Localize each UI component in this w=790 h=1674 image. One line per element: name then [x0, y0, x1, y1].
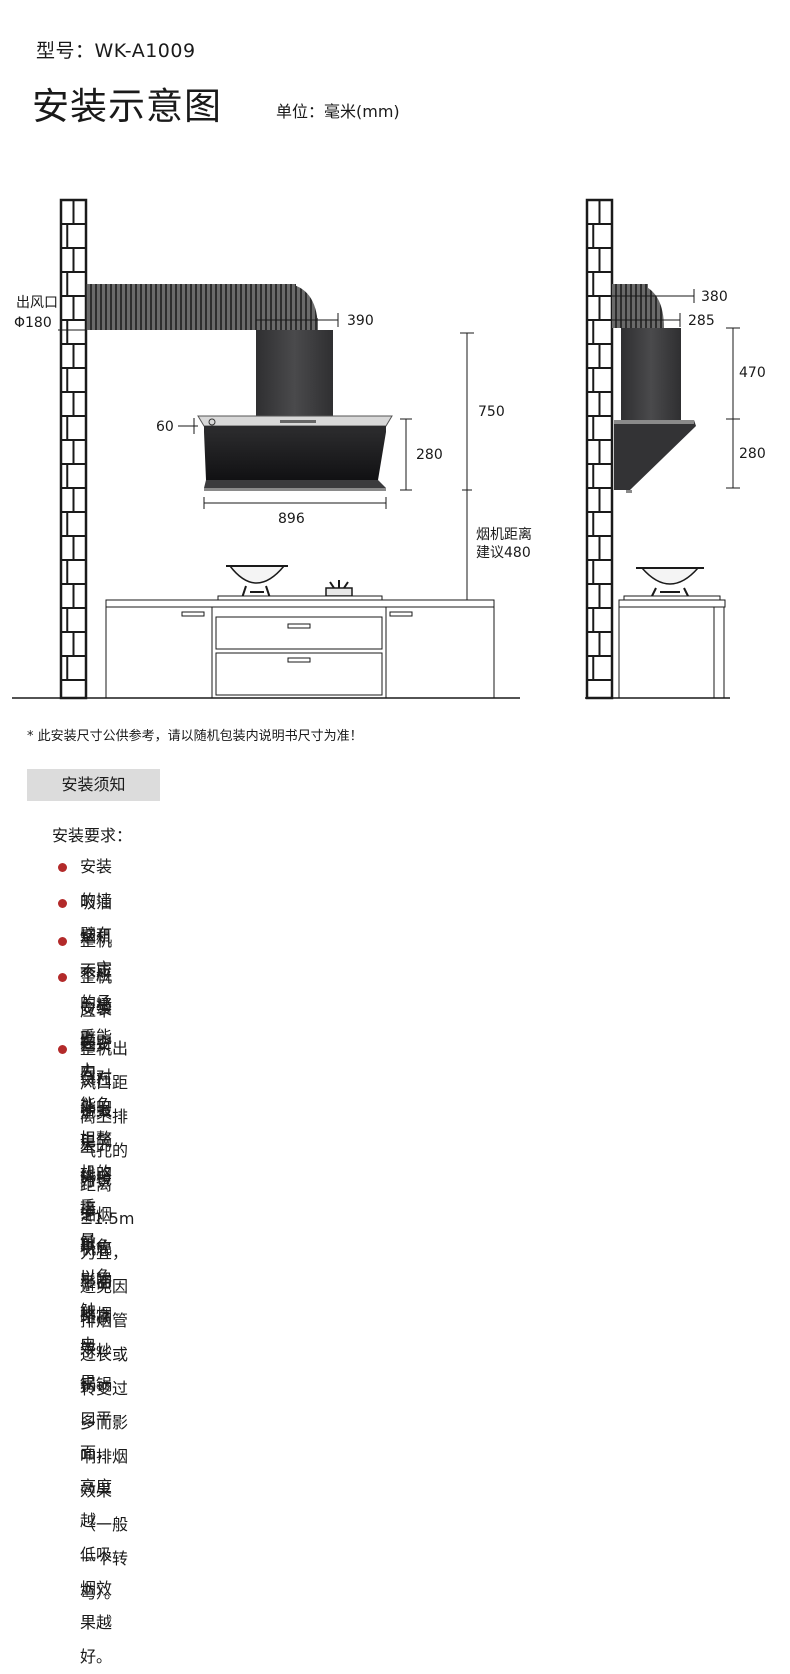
outlet-diameter: Φ180 [14, 315, 52, 331]
kitchen-cabinet-front [105, 595, 495, 699]
range-hood-side [614, 420, 696, 493]
hood-chimney-side [621, 328, 681, 420]
dim-chimney-height-side: 470 [739, 365, 766, 381]
dim-hood-width: 896 [278, 511, 305, 527]
page-title: 安装示意图 [32, 85, 222, 128]
dim-panel-thickness: 60 [156, 419, 174, 435]
distance-note-line2: 建议480 [476, 545, 531, 561]
wok-side [636, 567, 704, 597]
dim-hood-height-side: 280 [739, 446, 766, 462]
bullet-icon [58, 863, 67, 872]
requirement-text-cont: 多而影响排烟效果（一般一个转弯）。 [80, 1413, 129, 1602]
kitchen-cabinet-side [618, 595, 726, 699]
gas-burner-front [325, 580, 353, 597]
list-item: 整机出风口距离上排气孔的距离≤1.5m为宜，避免因排烟管过长或转变过 多而影响排… [58, 1032, 134, 1610]
disclaimer-note: * 此安装尺寸公供参考，请以随机包装内说明书尺寸为准！ [27, 729, 363, 744]
hood-chimney-front [256, 330, 333, 416]
bullet-icon [58, 1045, 67, 1054]
dim-duct-offset: 390 [347, 313, 374, 329]
dim-hood-height-front: 280 [416, 447, 443, 463]
distance-note-line1: 烟机距离 [476, 526, 532, 543]
section-tag-label: 安装须知 [61, 775, 126, 794]
range-hood-front [197, 415, 393, 491]
requirements-title: 安装要求： [52, 826, 133, 845]
dim-duct-top: 380 [701, 289, 728, 305]
wok-front [226, 565, 288, 599]
exhaust-duct-side [612, 284, 664, 328]
brick-wall-side [585, 198, 614, 700]
section-tag: 安装须知 [27, 769, 160, 801]
dim-total-height: 750 [478, 404, 505, 420]
requirement-text: 整机出风口距离上排气孔的距离≤1.5m为宜，避免因排烟管过长或转变过 [80, 1039, 135, 1398]
installation-diagram: 出风口 Φ180 390 60 280 896 750 烟机距离 建议480 [12, 198, 766, 700]
bullet-icon [58, 973, 67, 982]
bullet-icon [58, 899, 67, 908]
exhaust-duct-front [86, 284, 318, 330]
bullet-icon [58, 937, 67, 946]
brick-wall-front [59, 198, 88, 700]
unit-label: 单位：毫米(mm) [276, 102, 400, 121]
model-number: 型号：WK-A1009 [36, 40, 196, 62]
dim-duct-depth: 285 [688, 313, 715, 329]
outlet-label: 出风口 [16, 295, 58, 311]
